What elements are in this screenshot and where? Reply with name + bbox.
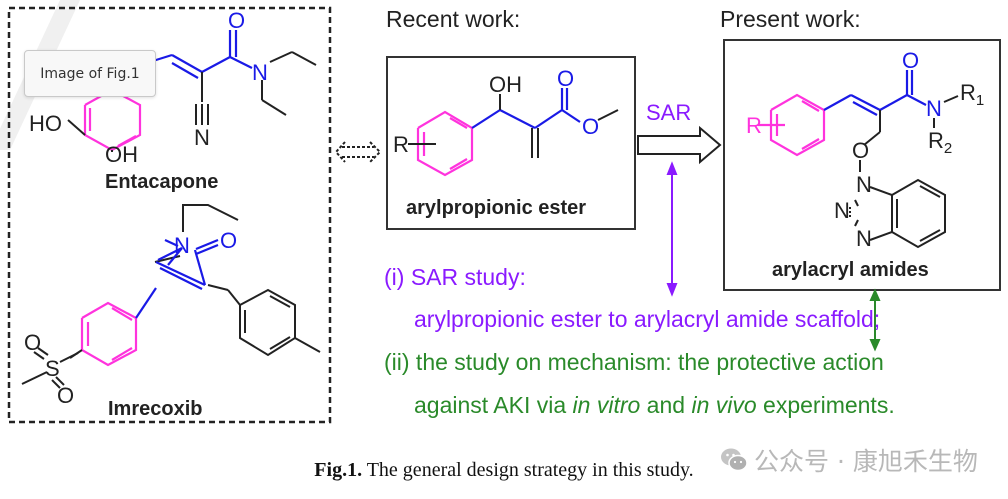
dashed-double-arrow [334, 141, 382, 163]
atom-r1: R1 [960, 80, 984, 109]
entacapone-structure: O N N HO OH Entacapone [29, 8, 317, 193]
image-tooltip: Image of Fig.1 [24, 50, 156, 97]
atom-oh: OH [489, 72, 522, 97]
recent-work-heading: Recent work: [386, 6, 520, 32]
atom-s: S [45, 356, 60, 381]
atom-o: O [902, 48, 919, 73]
arylpropionic-ester-structure: R OH O O arylpropionic ester [393, 66, 619, 219]
atom-oh: OH [105, 142, 138, 167]
atom-o: O [228, 8, 245, 33]
study-point-1-detail: arylpropionic ester to arylacryl amide s… [414, 306, 880, 332]
atom-r2: R2 [928, 128, 952, 157]
atom-o-link: O [852, 138, 869, 163]
wechat-watermark: 公众号 · 康旭禾生物 [720, 442, 978, 478]
arylacryl-amides-label: arylacryl amides [772, 259, 929, 281]
atom-o: O [57, 383, 74, 408]
atom-n2: N [834, 198, 850, 223]
study-point-2-line-2: against AKI via in vitro and in vivo exp… [414, 392, 895, 418]
atom-n1: N [856, 172, 872, 197]
imrecoxib-label: Imrecoxib [108, 398, 202, 420]
arylacryl-amide-structure: R O N R1 R2 O N N N arylacryl amides [746, 48, 984, 281]
atom-n: N [194, 125, 210, 150]
study-point-1-title: (i) SAR study: [384, 264, 526, 290]
atom-r: R [393, 132, 409, 157]
imrecoxib-structure: N O S O O Imrecoxib [21, 204, 321, 420]
recent-work-box [386, 56, 636, 230]
caption-text: The general design strategy in this stud… [362, 459, 694, 481]
arylpropionic-ester-label: arylpropionic ester [406, 197, 586, 219]
sar-arrow-label: SAR [646, 100, 691, 125]
atom-o: O [220, 228, 237, 253]
present-work-box [723, 39, 1001, 291]
purple-double-arrow [666, 161, 678, 297]
watermark-text: 公众号 · 康旭禾生物 [754, 447, 978, 476]
known-drugs-box [7, 6, 332, 424]
entacapone-label: Entacapone [105, 171, 218, 193]
green-double-arrow [869, 288, 881, 352]
atom-n: N [926, 96, 942, 121]
atom-n: N [252, 60, 268, 85]
study-point-2-line-1: (ii) the study on mechanism: the protect… [384, 349, 884, 375]
wechat-icon [721, 448, 748, 472]
atom-o: O [557, 66, 574, 91]
atom-n3: N [856, 226, 872, 251]
atom-n: N [174, 233, 190, 258]
figure-caption: Fig.1. The general design strategy in th… [0, 459, 1008, 482]
atom-o: O [24, 330, 41, 355]
caption-label: Fig.1. [314, 459, 363, 481]
atom-r: R [746, 113, 762, 138]
atom-o: O [582, 114, 599, 139]
atom-ho: HO [29, 111, 62, 136]
sar-arrow [637, 125, 722, 165]
present-work-heading: Present work: [720, 6, 861, 32]
